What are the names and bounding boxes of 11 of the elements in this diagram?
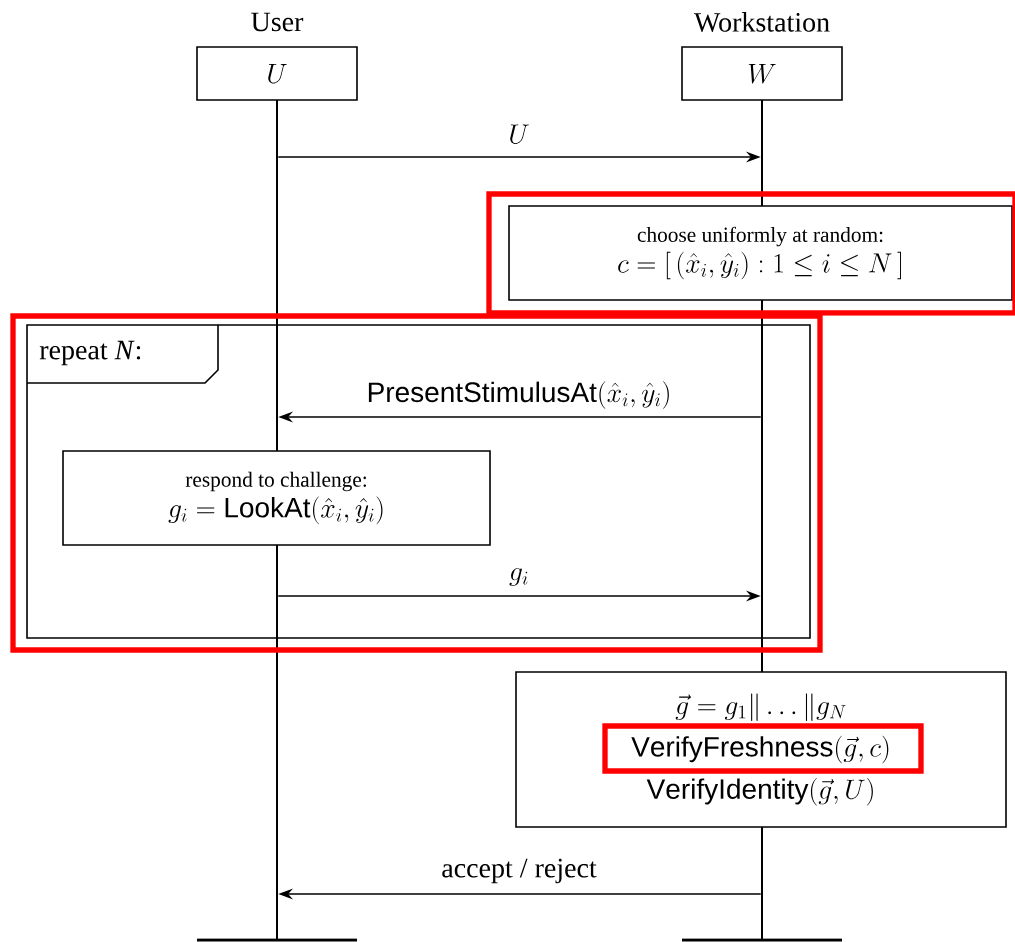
node-label: Workstation — [693, 12, 830, 32]
edge-label: accept / reject — [439, 857, 599, 885]
note-box: respond to challenge: $g_i = \mathsf{LookAt}(\hat{x}_i, \hat{y}_i)$ — [62, 450, 491, 546]
note-box: $\vec{g} = g_1 \| \ldots \| g_N$ $\mathsf{VerifyFreshness}(\vec{g}, c)$ $\mathsf{VerifyIdentity}(\vec{g}, U)$ — [515, 671, 1007, 828]
participant-box: User $U$ — [196, 12, 358, 101]
edge-label: $g_i$ — [507, 567, 531, 587]
edge-label: $\mathsf{PresentStimulusAt}(\hat{x}_i, \hat{y}_i)$ — [365, 379, 673, 411]
node-label: User — [251, 12, 304, 32]
note-box: choose uniformly at random: $c = [\,(\hat{x}_i, \hat{y}_i) : 1 \leq i \leq N\,]$ — [508, 205, 1013, 301]
participant-box: Workstation $W$ — [681, 12, 843, 101]
edge-label: $U$ — [507, 123, 531, 145]
